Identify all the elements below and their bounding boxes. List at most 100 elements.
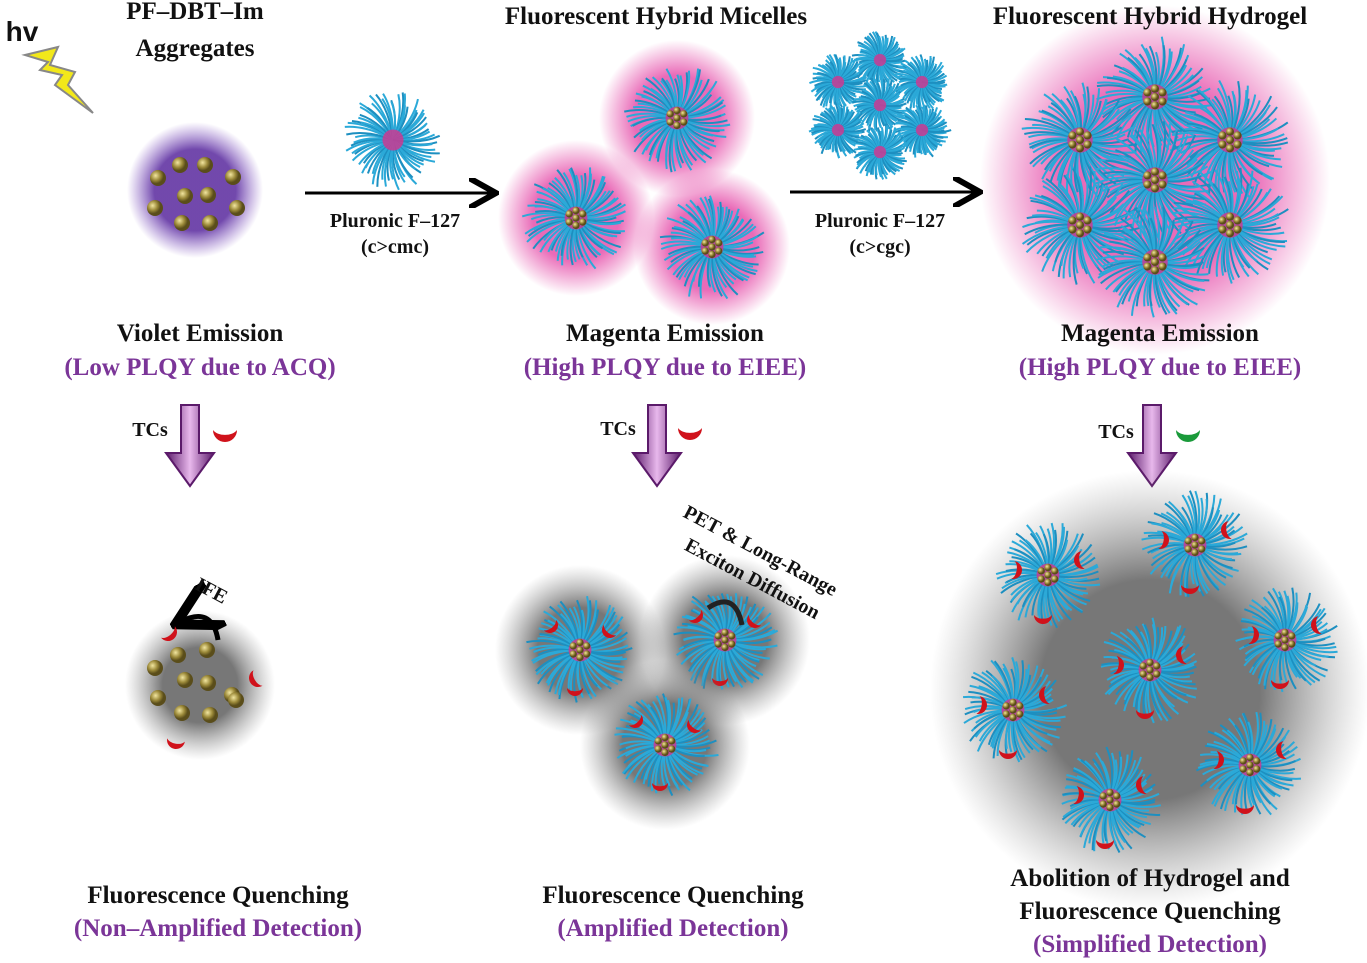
tc-molecule-icon xyxy=(747,614,762,628)
gold-nanoparticle xyxy=(565,210,573,218)
gold-nanoparticle xyxy=(708,235,716,244)
gold-nanoparticle xyxy=(673,114,681,122)
micelle-core xyxy=(915,123,929,137)
tc-molecule-icon xyxy=(1039,686,1050,704)
gold-nanoparticle xyxy=(1153,662,1161,670)
gold-nanoparticle xyxy=(661,748,669,757)
gold-nanoparticle xyxy=(583,650,591,658)
gold-nanoparticle xyxy=(1037,567,1045,575)
gold-nanoparticle xyxy=(1150,92,1160,102)
down-arrow-icon xyxy=(631,404,683,488)
micelle xyxy=(995,522,1101,629)
gold-nanoparticle xyxy=(1150,257,1160,267)
gold-nanoparticle xyxy=(1184,545,1192,553)
gold-nanoparticle xyxy=(1239,765,1247,773)
gold-nanoparticle xyxy=(1246,768,1254,777)
gold-nanoparticle xyxy=(1253,757,1261,765)
gold-nanoparticle xyxy=(174,215,190,231)
micelle xyxy=(673,593,779,690)
gold-nanoparticle xyxy=(1158,180,1167,189)
gold-nanoparticle xyxy=(199,642,215,658)
lightning-bolt-icon xyxy=(21,45,94,114)
micelle xyxy=(962,657,1068,763)
gold-nanoparticle xyxy=(1009,713,1017,722)
gold-nanoparticle xyxy=(197,157,213,173)
gold-nanoparticle xyxy=(1158,88,1167,97)
gold-nanoparticle xyxy=(565,218,573,226)
tc-molecule-icon xyxy=(161,626,177,641)
tc-molecule-icon xyxy=(678,428,702,440)
gold-nanoparticle xyxy=(666,118,674,126)
tc-molecule-icon xyxy=(1271,680,1289,689)
micelle xyxy=(1061,746,1162,854)
tc-molecule-icon xyxy=(688,609,703,623)
micelle xyxy=(1021,82,1141,198)
micelle xyxy=(808,101,867,159)
gold-nanoparticle xyxy=(1068,225,1077,234)
gold-nanoparticle xyxy=(1051,567,1059,575)
gold-nanoparticle xyxy=(1158,253,1167,262)
gold-nanoparticle xyxy=(1075,229,1085,238)
tc-molecule-icon xyxy=(1176,646,1187,664)
micelle xyxy=(1235,587,1338,693)
gold-nanoparticle xyxy=(1009,706,1017,714)
gold-nanoparticle xyxy=(1016,710,1024,718)
gold-nanoparticle xyxy=(569,642,577,650)
gold-nanoparticle xyxy=(583,642,591,650)
gold-nanoparticle xyxy=(708,250,716,259)
gold-nanoparticle xyxy=(654,737,662,745)
gold-nanoparticle xyxy=(228,692,244,708)
gold-nanoparticle xyxy=(177,672,193,688)
gold-nanoparticle xyxy=(1075,220,1085,230)
gold-nanoparticle xyxy=(579,218,587,226)
tc-molecule-icon xyxy=(1181,585,1199,594)
gold-nanoparticle xyxy=(1233,140,1242,149)
tcs-label-2: TCs xyxy=(600,418,636,440)
down-arrow-icon xyxy=(1126,404,1178,488)
micelle-core xyxy=(831,123,845,137)
gold-nanoparticle xyxy=(1288,640,1296,648)
gold-nanoparticle xyxy=(1044,571,1052,579)
gold-nanoparticle xyxy=(172,157,188,173)
gold-nanoparticle xyxy=(721,643,729,652)
gold-nanoparticle xyxy=(1083,225,1092,234)
gold-nanoparticle xyxy=(572,206,580,215)
gold-nanoparticle xyxy=(1146,673,1154,682)
micelle xyxy=(344,92,441,191)
gold-nanoparticle xyxy=(1225,212,1235,221)
gold-nanoparticle xyxy=(1150,84,1160,93)
gold-nanoparticle xyxy=(1068,140,1077,149)
tc-molecule-icon xyxy=(1213,751,1224,769)
result-1-detail: (Non–Amplified Detection) xyxy=(73,915,363,942)
light-label: hv xyxy=(5,16,39,47)
gold-nanoparticle xyxy=(1225,229,1235,238)
gold-nanoparticle xyxy=(579,210,587,218)
emission-reason-3: (High PLQY due to EIEE) xyxy=(1018,354,1302,381)
result-2-line1: Fluorescence Quenching xyxy=(542,882,804,909)
tc-molecule-icon xyxy=(213,430,237,442)
gold-nanoparticle xyxy=(1106,803,1114,812)
tc-molecule-icon xyxy=(1011,561,1022,579)
gold-nanoparticle xyxy=(150,170,166,186)
gold-nanoparticle xyxy=(1274,632,1282,640)
micelle xyxy=(895,54,948,111)
tc-molecule-icon xyxy=(1176,430,1200,442)
arrow1-condition: (c>cmc) xyxy=(360,236,430,258)
micelle xyxy=(851,76,908,132)
gold-nanoparticle xyxy=(1143,97,1152,106)
gold-nanoparticle xyxy=(1083,131,1092,140)
gold-nanoparticle xyxy=(1113,792,1121,800)
micelles-title: Fluorescent Hybrid Micelles xyxy=(504,3,808,30)
tc-molecule-icon xyxy=(687,719,702,733)
gold-nanoparticle xyxy=(715,239,723,247)
gold-nanoparticle xyxy=(174,705,190,721)
micelle xyxy=(1021,164,1140,285)
tc-molecule-icon xyxy=(652,783,668,791)
gold-nanoparticle xyxy=(576,646,584,654)
gold-nanoparticle xyxy=(668,737,676,745)
result-2-detail: (Amplified Detection) xyxy=(557,915,789,942)
gold-nanoparticle xyxy=(1150,167,1160,176)
gold-nanoparticle xyxy=(1037,575,1045,583)
